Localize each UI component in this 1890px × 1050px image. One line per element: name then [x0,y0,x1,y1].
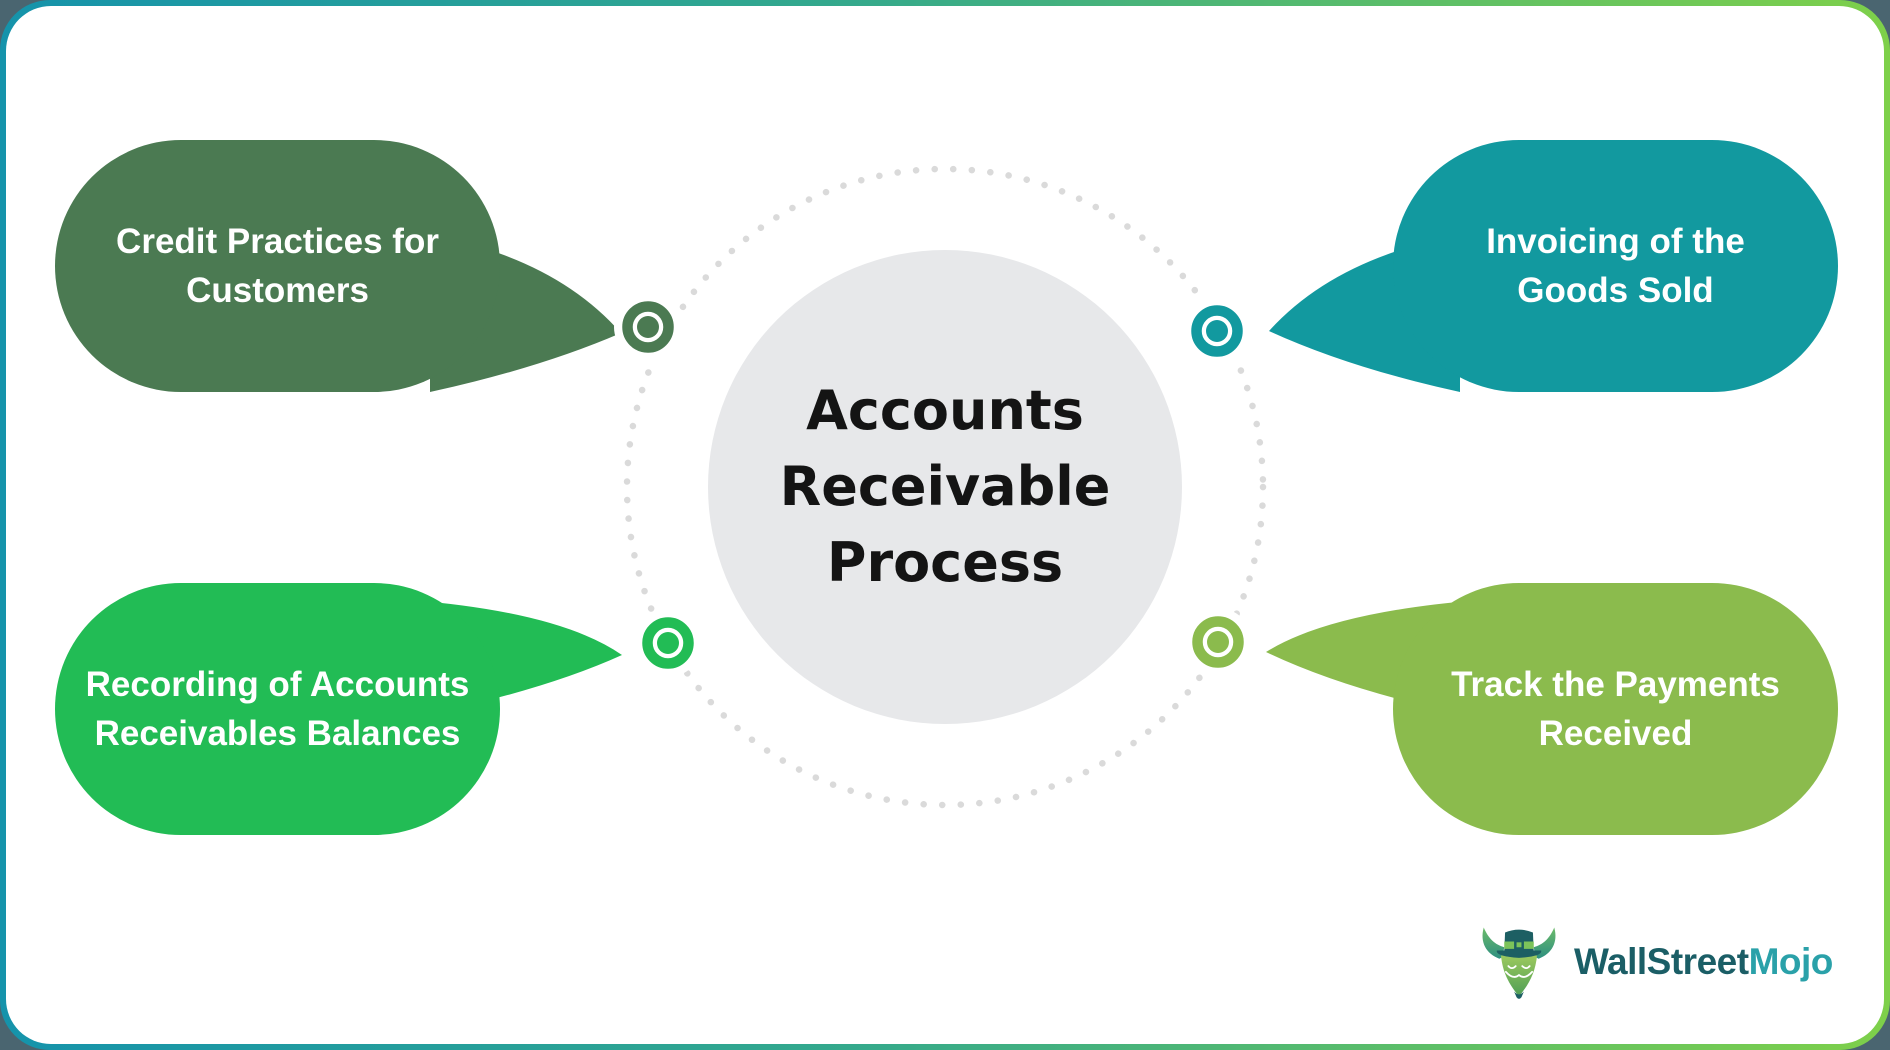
node-invoicing-label: Invoicing of the Goods Sold [1486,222,1745,310]
node-tracking-label: Track the Payments Received [1451,665,1780,753]
diagram-title: Accounts Receivable Process [779,379,1111,594]
brand-logo: WallStreetMojo [1478,922,1833,1002]
bullseye-top-right-icon [1183,297,1251,365]
center-circle: Accounts Receivable Process [708,250,1182,724]
brand-name: WallStreetMojo [1574,941,1833,983]
brand-name-wallstreet: WallStreet [1574,941,1749,982]
bullseye-bottom-right-icon [1184,608,1252,676]
node-credit-practices: Credit Practices for Customers [55,140,500,392]
bullseye-top-left-icon [614,293,682,361]
brand-name-mojo: Mojo [1748,941,1834,982]
node-tracking: Track the Payments Received [1393,583,1838,835]
node-credit-practices-label: Credit Practices for Customers [116,222,439,310]
node-invoicing: Invoicing of the Goods Sold [1393,140,1838,392]
bull-mascot-icon [1482,927,1556,999]
node-recording: Recording of Accounts Receivables Balanc… [55,583,500,835]
dotted-ring [623,165,1267,809]
bullseye-bottom-left-icon [634,609,702,677]
node-recording-label: Recording of Accounts Receivables Balanc… [85,665,470,753]
